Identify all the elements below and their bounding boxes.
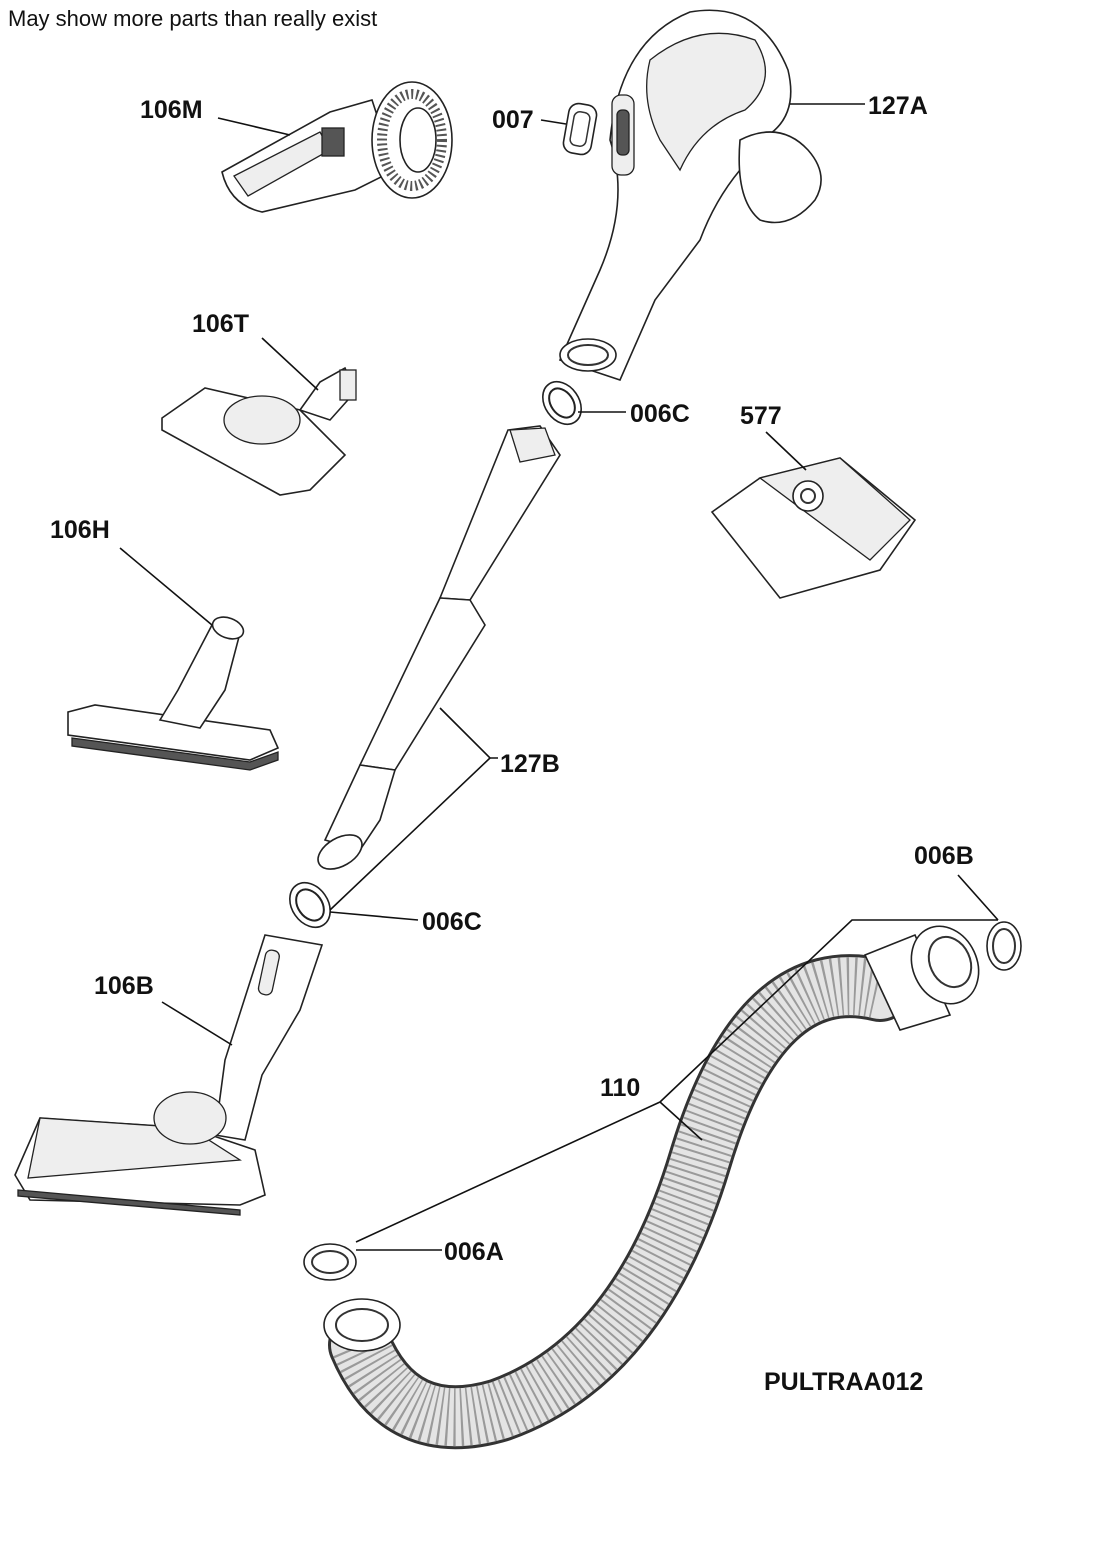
part-006C-top-drawing (542, 380, 582, 426)
disclaimer-note: May show more parts than really exist (8, 6, 378, 31)
part-006C-bottom-drawing (289, 881, 331, 929)
part-106B-drawing (14, 934, 324, 1216)
part-106M-drawing (221, 81, 453, 213)
label-106H: 106H (50, 516, 110, 544)
leader-lines (119, 103, 999, 1251)
part-127A-drawing (558, 9, 822, 381)
part-106H-drawing (67, 616, 280, 771)
label-106M: 106M (140, 96, 203, 124)
label-127A: 127A (868, 92, 928, 120)
label-006B: 006B (914, 842, 974, 870)
part-007-drawing (562, 102, 598, 156)
part-106T-drawing (161, 366, 357, 496)
part-labels: 106M 007 127A 106T 006C 577 106H 127B 00… (50, 92, 974, 1396)
part-110-drawing (323, 925, 980, 1450)
part-006A-drawing (303, 1243, 357, 1281)
part-577-drawing (710, 457, 917, 599)
part-127B-drawing (317, 425, 561, 870)
label-106T: 106T (192, 310, 249, 338)
label-110: 110 (600, 1074, 640, 1102)
label-006C-top: 006C (630, 400, 690, 428)
label-007: 007 (492, 106, 534, 134)
label-106B: 106B (94, 972, 154, 1000)
label-577: 577 (740, 402, 782, 430)
label-006C-bottom: 006C (422, 908, 482, 936)
label-006A: 006A (444, 1238, 504, 1266)
diagram-code: PULTRAA012 (764, 1368, 923, 1396)
part-006B-drawing (986, 921, 1022, 971)
label-127B: 127B (500, 750, 560, 778)
